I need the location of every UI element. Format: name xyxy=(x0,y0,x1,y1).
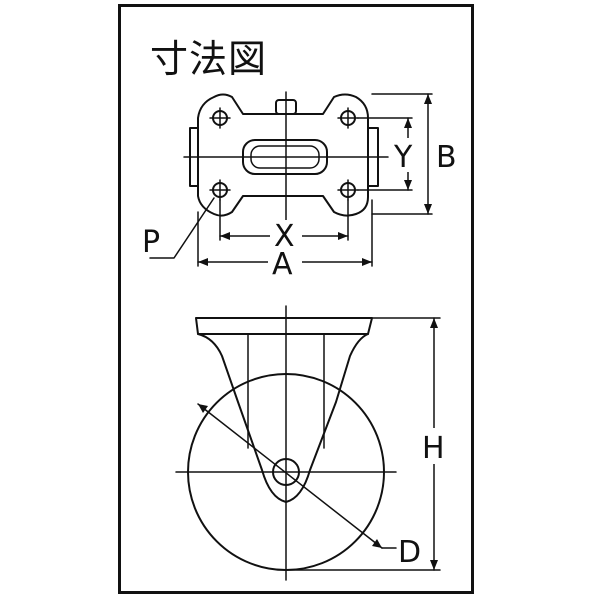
drawing-title: 寸法図 xyxy=(150,37,268,81)
bolt-hole xyxy=(209,179,231,201)
label-a: A xyxy=(272,247,293,282)
mounting-plate-outline xyxy=(197,93,369,217)
bolt-hole xyxy=(337,179,359,201)
label-y: Y xyxy=(393,140,413,175)
label-x: X xyxy=(274,219,295,254)
label-p: P xyxy=(142,225,160,260)
side-top-plate xyxy=(195,317,373,335)
fork-bracket xyxy=(197,333,369,503)
label-b: B xyxy=(436,140,457,175)
leader-p xyxy=(149,197,215,259)
bolt-hole xyxy=(337,107,359,129)
label-h: H xyxy=(422,431,445,466)
label-d: D xyxy=(398,535,421,570)
bolt-hole xyxy=(209,107,231,129)
leader-d xyxy=(197,403,383,549)
